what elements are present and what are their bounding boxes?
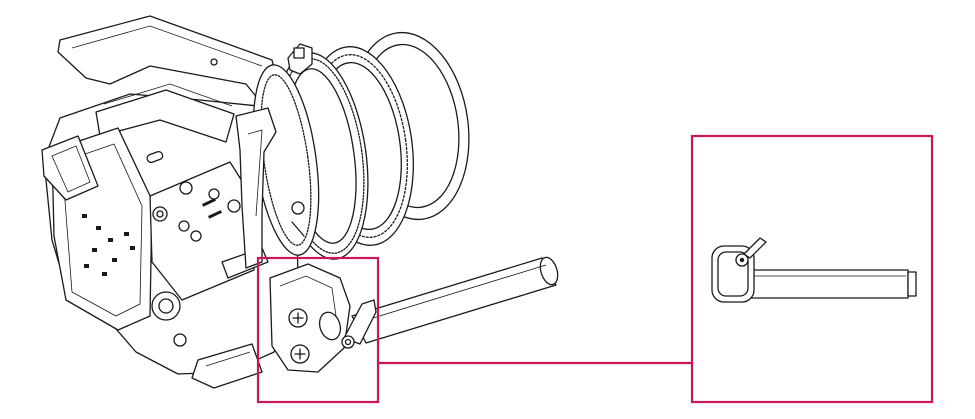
highlight-box-camera-clamp <box>256 256 380 404</box>
eyepiece <box>41 135 99 201</box>
camera-body <box>41 15 299 389</box>
highlight-box-detail <box>690 134 934 404</box>
support-rod <box>351 256 559 344</box>
camera-cage <box>235 107 305 269</box>
control-dial <box>151 291 181 321</box>
rod-clamp-body <box>269 263 351 373</box>
clamp-lever <box>343 299 377 345</box>
detail-rod <box>747 269 909 299</box>
detail-rod-clamp <box>711 237 917 303</box>
top-handle <box>57 15 281 105</box>
rear-buttons <box>82 214 135 276</box>
camera-lens <box>252 31 470 260</box>
detail-clamp-lever <box>743 237 767 259</box>
rod-clamp <box>269 263 377 373</box>
clamp-rod-bore <box>318 311 342 341</box>
